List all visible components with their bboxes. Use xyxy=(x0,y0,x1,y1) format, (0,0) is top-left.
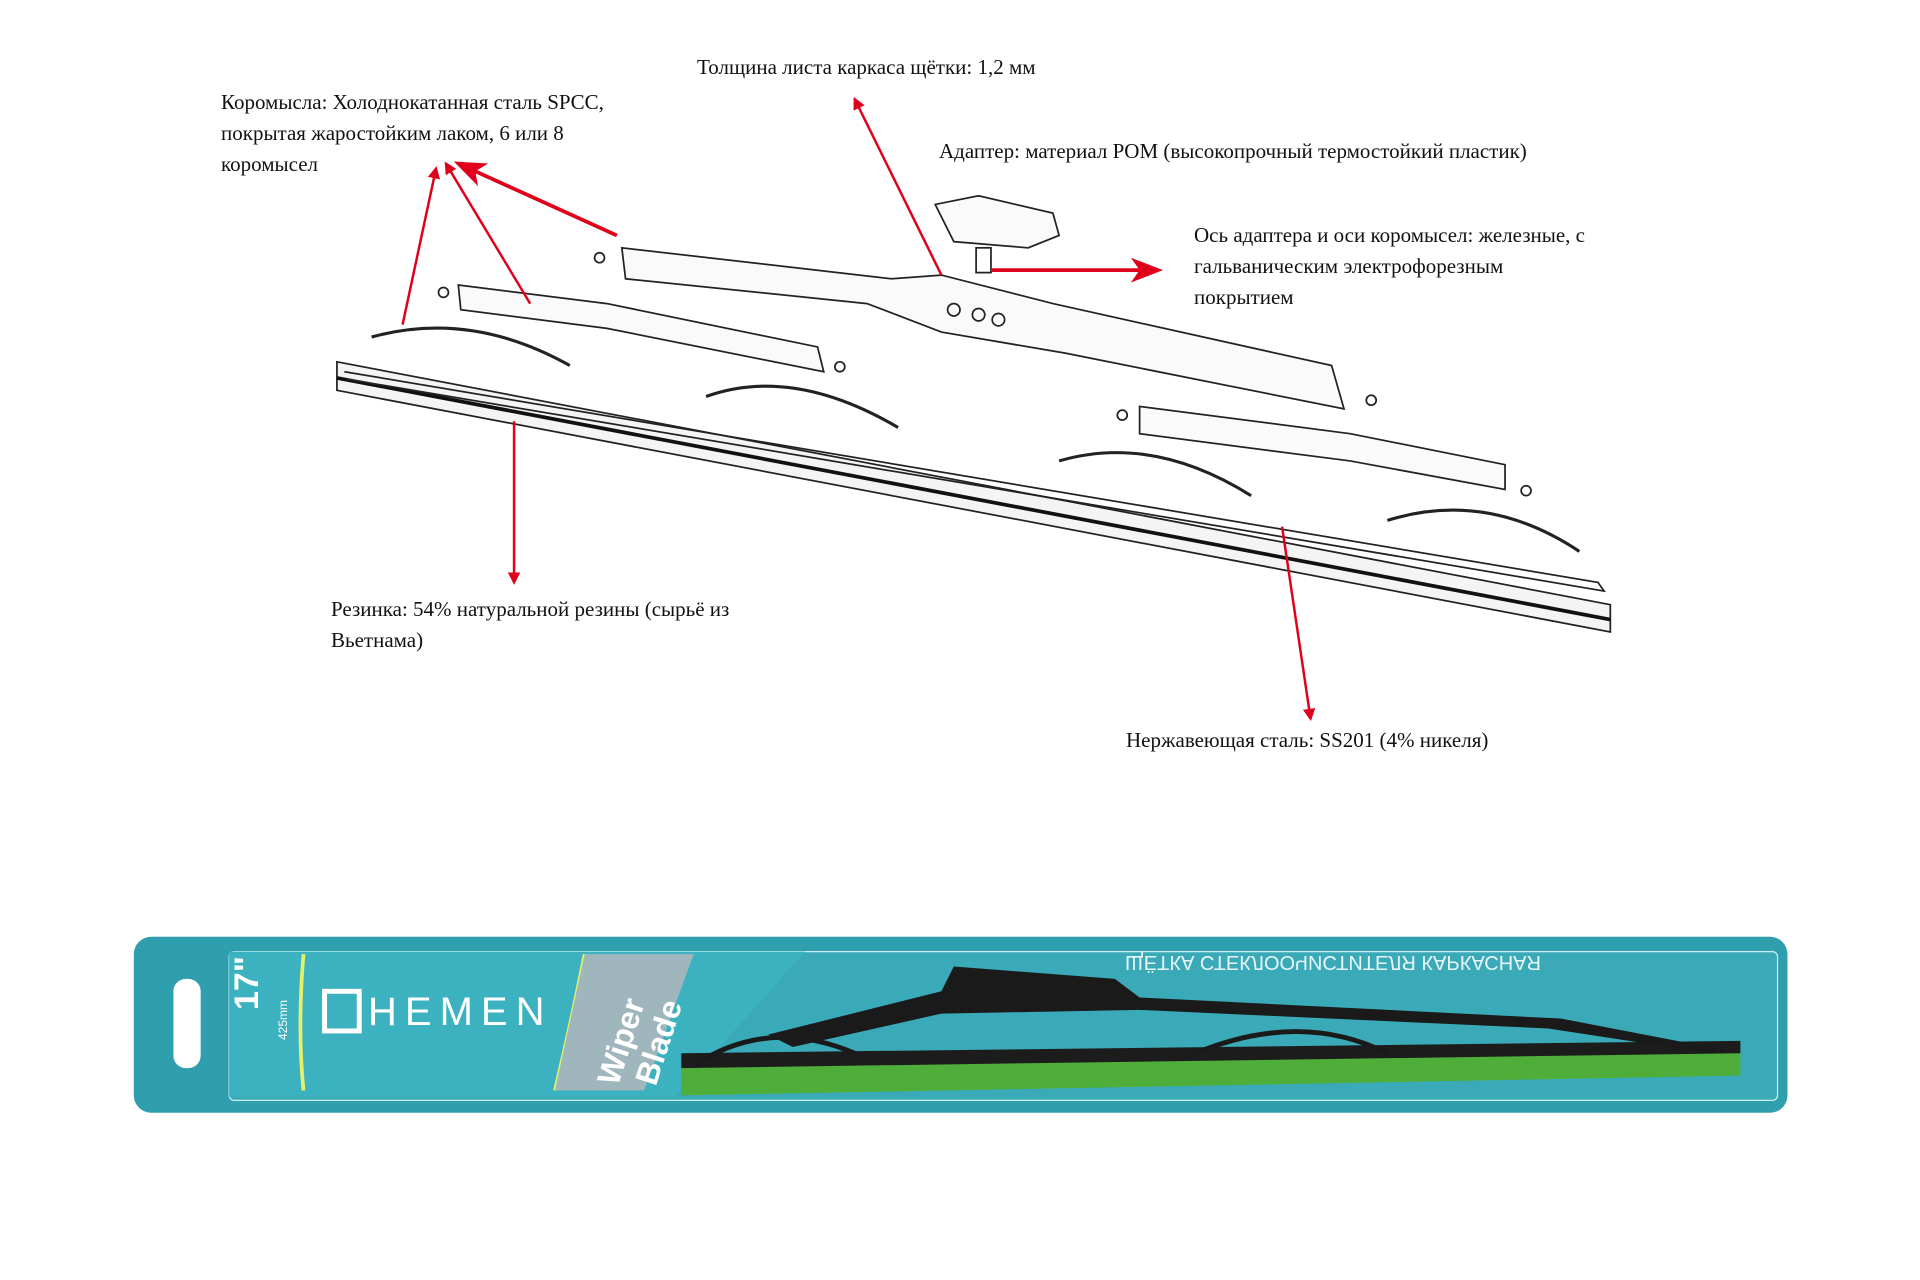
axles-label-line: гальваническим электрофорезным xyxy=(1194,254,1504,278)
blade-parts xyxy=(336,194,1612,633)
rubber-green xyxy=(681,1050,1741,1096)
product-package xyxy=(133,936,1788,1113)
rubber-label-line: Резинка: 54% натуральной резины (сырьё и… xyxy=(331,597,730,621)
adapter xyxy=(933,194,1061,249)
adapter-label: Адаптер: материал POM (высокопрочный тер… xyxy=(939,139,1527,163)
package-size-mm: 425mm xyxy=(276,999,290,1040)
rockers-label-line: коромысел xyxy=(221,152,319,176)
axles-label-line: Ось адаптера и оси коромысел: железные, … xyxy=(1194,223,1585,247)
axles-label-line: покрытием xyxy=(1194,285,1294,309)
brand-name: HEMEN xyxy=(368,990,553,1034)
rockers-label: Коромысла: Холоднокатанная сталь SPCC, п… xyxy=(221,87,604,180)
rockers-label-line: покрытая жаростойким лаком, 6 или 8 xyxy=(221,121,564,145)
rubber-strip xyxy=(336,376,1611,622)
package-size: 17" xyxy=(228,956,266,1010)
rockers-label-line: Коромысла: Холоднокатанная сталь SPCC, xyxy=(221,90,604,114)
callout-arrows xyxy=(401,96,1316,722)
frame-thickness-label: Толщина листа каркаса щётки: 1,2 мм xyxy=(697,55,1036,79)
blade-frame xyxy=(768,966,1728,1054)
brand-logo-icon xyxy=(322,988,362,1034)
adapter-pin xyxy=(975,246,992,274)
mirrored-caption: ЩЁТКА СТЕКЛООЧИСТИТЕЛЯ КАРКАСНАЯ xyxy=(1125,951,1541,973)
hang-hole xyxy=(173,978,201,1069)
rubber-label-line: Вьетнама) xyxy=(331,628,424,652)
rubber-label: Резинка: 54% натуральной резины (сырьё и… xyxy=(331,594,729,656)
axles-label: Ось адаптера и оси коромысел: железные, … xyxy=(1194,220,1585,313)
main-frame xyxy=(620,246,1346,411)
steel-label: Нержавеющая сталь: SS201 (4% никеля) xyxy=(1126,728,1489,752)
